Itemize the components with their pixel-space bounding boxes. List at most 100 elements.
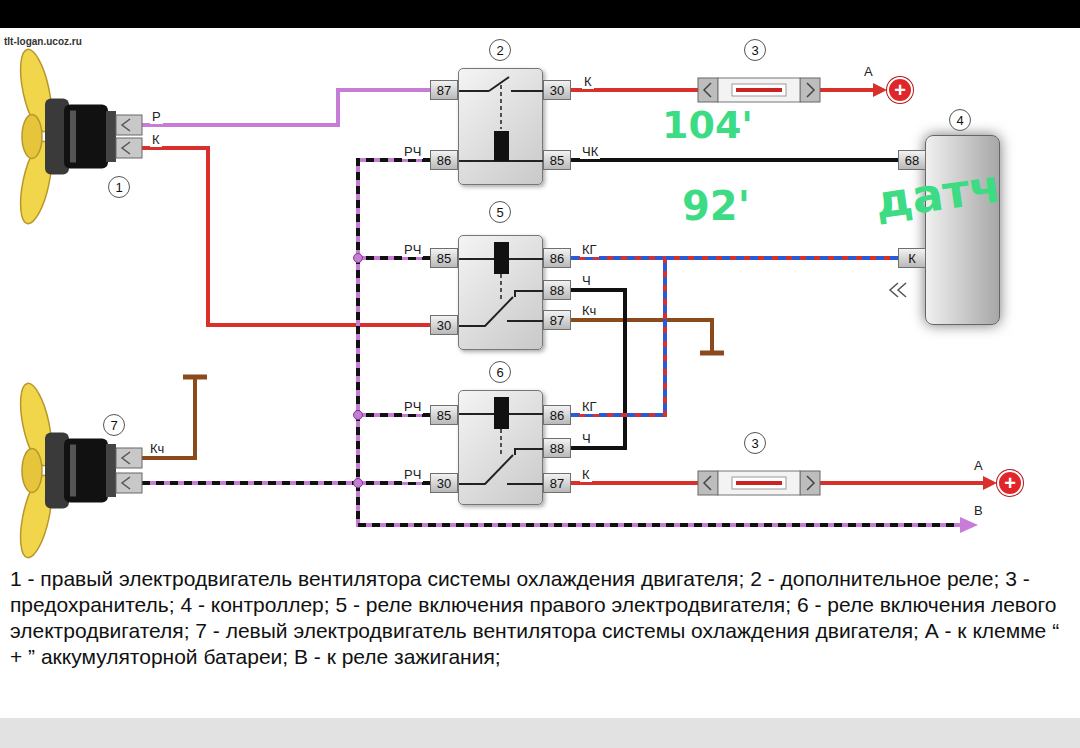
wire-line	[358, 258, 430, 415]
pin-number: 87	[550, 313, 564, 328]
actuator-line	[500, 85, 502, 129]
connector-chevron	[898, 283, 906, 297]
callout-number: 3	[744, 432, 766, 454]
tab-chevron	[122, 477, 130, 489]
pin-number: 88	[550, 283, 564, 298]
relay-pin: 30	[430, 315, 458, 335]
relay-coil	[494, 242, 509, 274]
polyline-shape	[515, 449, 544, 455]
callout-number: 4	[949, 109, 971, 131]
relay-pin: 68	[898, 150, 926, 170]
wire	[820, 476, 997, 490]
wire-color: Р	[150, 109, 163, 124]
callout-number: 3	[744, 39, 766, 61]
pin-number: 85	[437, 408, 451, 423]
wire	[571, 483, 698, 484]
battery-terminal: +	[997, 470, 1023, 496]
wire	[820, 83, 887, 97]
callout-number: 2	[489, 39, 511, 61]
ground-symbol	[183, 375, 207, 380]
wire-line	[571, 158, 898, 162]
fuse: 3	[698, 471, 820, 495]
wire-stripe	[358, 258, 430, 415]
connector-housing	[106, 111, 116, 162]
handwritten-note: 104'	[662, 106, 753, 144]
polyline-shape	[515, 291, 544, 297]
pin-number: 88	[550, 441, 564, 456]
wire-color: А	[862, 64, 875, 79]
wire-color: КГ	[580, 399, 599, 414]
fuse-drawing	[698, 78, 820, 102]
bottom-band	[0, 718, 1080, 748]
pin-number: 87	[437, 83, 451, 98]
wire-color: РЧ	[402, 467, 423, 482]
junction-dot	[354, 479, 363, 488]
fuse-cap	[800, 471, 820, 495]
wire-color: РЧ	[402, 399, 423, 414]
fan-motor: 1	[12, 55, 142, 240]
relay-body	[458, 235, 543, 350]
relay-pin: 88	[543, 280, 571, 300]
actuator-line	[500, 429, 502, 457]
wire-color: К	[582, 74, 594, 89]
fuse-glass	[732, 477, 786, 489]
wire-color: Кч	[580, 303, 598, 318]
relay-pin: 86	[430, 150, 458, 170]
pin-number: 86	[550, 251, 564, 266]
wire-color: Ч	[580, 431, 593, 446]
connector-chevron	[890, 283, 898, 297]
callout-number: 5	[489, 201, 511, 223]
tab-chevron	[122, 452, 130, 464]
top-band	[0, 0, 1080, 28]
fuse-glass	[732, 84, 786, 96]
fuse-body	[718, 471, 800, 495]
callout-number: 6	[489, 361, 511, 383]
plus-sign: +	[1004, 473, 1016, 493]
wire	[358, 258, 430, 415]
relay-symbol	[459, 391, 544, 506]
plus-sign: +	[894, 80, 906, 100]
relay-pin: 86	[543, 248, 571, 268]
junction-dot	[354, 411, 363, 420]
switch-blade	[489, 77, 509, 91]
fuse-element	[736, 88, 782, 92]
wire-color: А	[972, 458, 985, 473]
wire	[571, 160, 898, 161]
fuse-body	[718, 78, 800, 102]
wire	[571, 290, 625, 448]
pin-number: 30	[437, 476, 451, 491]
pin-number: 30	[437, 318, 451, 333]
relay-pin: 88	[543, 438, 571, 458]
relay-coil	[494, 397, 509, 429]
fuse-element	[736, 481, 782, 485]
wire	[142, 483, 430, 484]
wire-color: Кч	[148, 441, 166, 456]
ground-wire	[140, 378, 195, 458]
wire-color: К	[150, 132, 162, 147]
connector-tab	[116, 115, 142, 135]
wire	[142, 148, 430, 325]
connector-housing	[106, 444, 116, 497]
line-shape	[507, 483, 544, 485]
pin-number: 86	[437, 153, 451, 168]
relay-pin: 87	[543, 310, 571, 330]
wire	[142, 90, 430, 125]
wire-stripe	[358, 415, 430, 483]
wire-line	[142, 148, 430, 325]
wire-stripe	[571, 258, 898, 415]
relay-pin: 86	[543, 405, 571, 425]
relay-symbol	[459, 69, 544, 186]
pin-number: К	[908, 251, 916, 266]
callout-number: 1	[108, 176, 130, 198]
relay: 58530868887	[430, 235, 571, 350]
wire-color: ЧК	[580, 144, 600, 159]
actuator-line	[500, 274, 502, 299]
wire-stripe	[358, 160, 430, 258]
line-shape	[511, 90, 544, 92]
wire	[571, 258, 898, 415]
wire-color: Ч	[580, 273, 593, 288]
polyline-shape	[704, 83, 711, 97]
relay-pin: 87	[543, 473, 571, 493]
fan-motor-drawing	[12, 55, 142, 240]
